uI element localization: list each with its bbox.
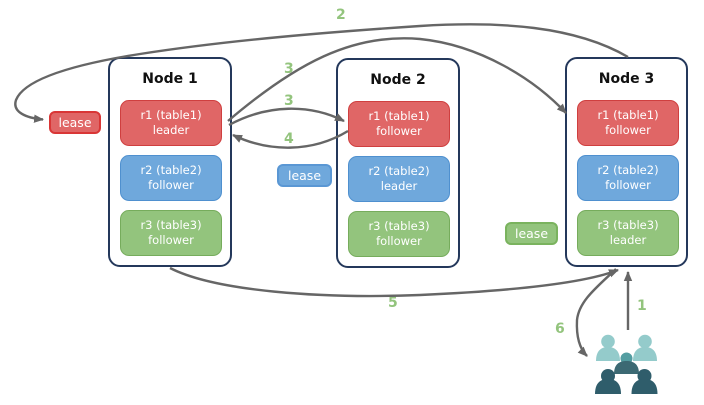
node-1-replica-r1: r1 (table1) leader	[120, 100, 222, 146]
node-2-replica-r1: r1 (table1) follower	[348, 101, 450, 147]
replica-role: follower	[148, 178, 194, 192]
replica-role: follower	[376, 124, 422, 138]
node-3: Node 3 r1 (table1) follower r2 (table2) …	[565, 57, 688, 267]
step-label-4: 4	[284, 131, 294, 147]
arrow-step-6	[575, 268, 617, 357]
users-icon	[595, 334, 658, 394]
replica-role: follower	[605, 123, 651, 137]
node-3-title: Node 3	[598, 71, 655, 87]
replica-role: leader	[152, 123, 190, 137]
node-1-replica-r2: r2 (table2) follower	[120, 155, 222, 201]
step-label-3b: 3	[284, 93, 294, 109]
replica-name: r3 (table3)	[140, 218, 202, 233]
replica-name: r2 (table2)	[597, 163, 659, 178]
node-2-title: Node 2	[370, 72, 426, 88]
replica-role: follower	[148, 233, 194, 247]
replica-name: r1 (table1)	[368, 109, 430, 124]
step-label-1: 1	[637, 298, 647, 314]
step-label-5: 5	[388, 295, 398, 311]
replica-name: r3 (table3)	[368, 219, 430, 234]
node-2-replica-r2: r2 (table2) leader	[348, 156, 450, 202]
node-3-replica-r2: r2 (table2) follower	[577, 155, 679, 201]
replica-role: follower	[605, 178, 651, 192]
node-2-replica-r3: r3 (table3) follower	[348, 211, 450, 257]
arrow-step-5	[169, 266, 619, 298]
replica-role: leader	[380, 179, 418, 193]
step-label-6: 6	[555, 321, 565, 337]
replica-name: r2 (table2)	[140, 163, 202, 178]
lease-badge-table3: lease	[505, 222, 558, 245]
node-2: Node 2 r1 (table1) follower r2 (table2) …	[336, 58, 460, 268]
replica-role: follower	[376, 234, 422, 248]
arrow-step-3-to-node2	[228, 107, 345, 127]
step-label-2: 2	[336, 7, 346, 23]
node-1-title: Node 1	[142, 71, 198, 87]
step-label-3a: 3	[284, 61, 294, 77]
replica-name: r2 (table2)	[368, 164, 430, 179]
replica-name: r3 (table3)	[597, 218, 659, 233]
lease-badge-table2: lease	[277, 164, 332, 187]
node-1-replica-r3: r3 (table3) follower	[120, 210, 222, 256]
node-3-replica-r1: r1 (table1) follower	[577, 100, 679, 146]
replica-role: leader	[609, 233, 647, 247]
node-3-replica-r3: r3 (table3) leader	[577, 210, 679, 256]
node-1: Node 1 r1 (table1) leader r2 (table2) fo…	[108, 57, 232, 267]
lease-badge-table1: lease	[49, 111, 101, 134]
replica-name: r1 (table1)	[597, 108, 659, 123]
replica-name: r1 (table1)	[140, 108, 202, 123]
